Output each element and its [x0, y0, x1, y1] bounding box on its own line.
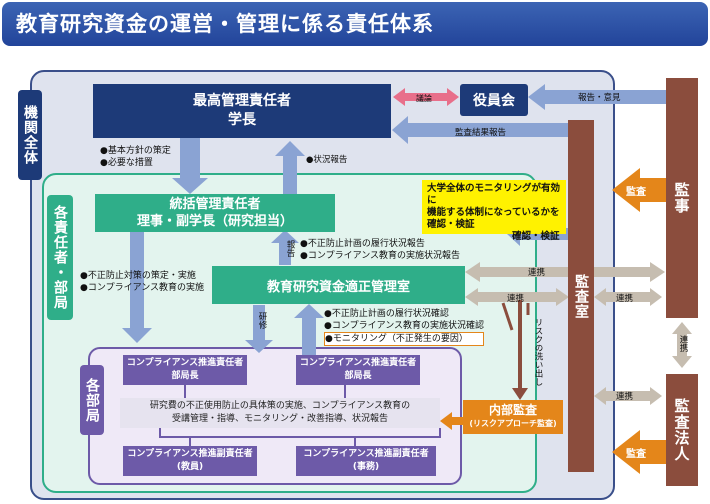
- office-box: 教育研究資金適正管理室: [212, 266, 465, 304]
- top-bullet-1: ●基本方針の策定: [100, 146, 171, 156]
- arrow-discussion: [393, 88, 459, 106]
- office-bullet-3: ●モニタリング（不正発生の要因）: [324, 332, 485, 346]
- departments-label: 各部局: [80, 365, 104, 435]
- compliance-head-1-role: 部局長: [171, 371, 199, 381]
- audit-office-box: 監査室: [568, 120, 594, 472]
- compliance-sub-2-title: コンプライアンス推進副責任者: [303, 449, 429, 459]
- general-bullet-1: ●不正防止計画の履行状況報告: [300, 239, 425, 249]
- label-status-report: ●状況報告: [306, 155, 348, 165]
- audit-firm-box: 監査法人: [666, 374, 698, 486]
- label-cooperation-5: 連携: [678, 335, 688, 352]
- responsible-label: 各責任者・部局: [47, 195, 73, 320]
- dept-center-text: 研究費の不正使用防止の具体策の実施、コンプライアンス教育の 受講管理・指導、モニ…: [120, 398, 440, 428]
- general-bullets: ●不正防止計画の履行状況報告 ●コンプライアンス教育の実施状況報告: [300, 238, 460, 262]
- arrow-internal-audit: [440, 412, 463, 430]
- internal-audit-title: 内部監査: [488, 403, 537, 417]
- compliance-head-1: コンプライアンス推進責任者 部局長: [123, 355, 247, 385]
- internal-audit-box: 内部監査 (リスクアプローチ監査): [463, 400, 563, 434]
- arrow-office-to-general: [271, 230, 299, 265]
- arrow-cooperation-1: [465, 262, 665, 282]
- compliance-sub-1-role: (教員): [176, 462, 204, 472]
- status-report-text: 状況報告: [313, 155, 348, 165]
- arrow-audit-result: [392, 116, 572, 144]
- compliance-head-2: コンプライアンス推進責任者 部局長: [296, 355, 420, 385]
- arrow-cooperation-2: [465, 288, 569, 306]
- university-wide-label: 機関全体: [18, 90, 42, 180]
- dept-center-line-2: 受講管理・指導、モニタリング・改善指導、状況報告: [171, 414, 388, 424]
- label-risk: リスクの洗い出し: [533, 318, 543, 386]
- label-report: 報告: [285, 240, 295, 257]
- general-manager-title: 統括管理責任者: [169, 197, 261, 212]
- arrow-general-to-dept: [122, 232, 152, 343]
- left-bullet-2: ●コンプライアンス教育の実施: [80, 283, 205, 293]
- compliance-sub-2: コンプライアンス推進副責任者 (事務): [296, 446, 436, 476]
- compliance-head-1-title: コンプライアンス推進責任者: [126, 358, 244, 368]
- arrow-cooperation-3: [594, 288, 662, 306]
- monitoring-line-3: 確認・検証: [427, 219, 475, 230]
- top-bullets: ●基本方針の策定 ●必要な措置: [100, 145, 171, 169]
- compliance-head-2-role: 部局長: [344, 371, 372, 381]
- arrow-top-to-general: [172, 138, 208, 194]
- monitoring-line-1: 大学全体のモニタリングが有効に: [427, 183, 561, 206]
- arrow-audit-1: [612, 168, 666, 212]
- arrow-cooperation-4: [594, 387, 662, 405]
- arrow-dept-to-office: [294, 304, 324, 355]
- compliance-sub-1: コンプライアンス推進副責任者 (教員): [123, 446, 257, 476]
- label-cooperation-1: 連携: [528, 268, 546, 278]
- auditor-box: 監事: [666, 78, 698, 318]
- office-bullet-1: ●不正防止計画の履行状況確認: [324, 309, 449, 319]
- left-bullet-1: ●不正防止対策の策定・実施: [80, 271, 196, 281]
- monitoring-line-2: 機能する体制になっているかを: [427, 207, 560, 218]
- monitoring-box: 大学全体のモニタリングが有効に 機能する体制になっているかを 確認・検証: [422, 180, 566, 234]
- top-manager-title: 最高管理責任者: [193, 93, 291, 109]
- top-manager-role: 学長: [228, 112, 256, 128]
- internal-audit-sub: (リスクアプローチ監査): [469, 419, 557, 428]
- label-discussion: 議論: [416, 94, 432, 103]
- label-audit-1: 監査: [626, 187, 646, 198]
- office-bullets: ●不正防止計画の履行状況確認 ●コンプライアンス教育の実施状況確認 ●モニタリン…: [324, 308, 485, 346]
- arrow-office-to-dept: [245, 305, 273, 353]
- general-manager-role: 理事・副学長（研究担当）: [136, 214, 293, 229]
- top-manager-box: 最高管理責任者 学長: [93, 84, 391, 138]
- arrow-audit-2: [612, 430, 666, 474]
- compliance-sub-2-role: (事務): [352, 462, 380, 472]
- general-bullet-2: ●コンプライアンス教育の実施状況報告: [300, 251, 461, 261]
- office-bullet-2: ●コンプライアンス教育の実施状況確認: [324, 321, 485, 331]
- label-audit-2: 監査: [626, 449, 646, 460]
- compliance-sub-1-title: コンプライアンス推進副責任者: [127, 449, 253, 459]
- label-report-opinion: 報告・意見: [578, 93, 621, 103]
- label-cooperation-4: 連携: [616, 392, 634, 402]
- label-cooperation-3: 連携: [616, 294, 634, 304]
- arrow-report-opinion: [528, 84, 666, 110]
- top-bullet-2: ●必要な措置: [100, 158, 153, 168]
- page-title: 教育研究資金の運営・管理に係る責任体系: [2, 2, 708, 46]
- label-audit-result: 監査結果報告: [455, 128, 507, 138]
- label-confirm-verify: 確認・検証: [512, 231, 560, 242]
- compliance-head-2-title: コンプライアンス推進責任者: [299, 358, 417, 368]
- label-cooperation-2: 連携: [507, 294, 525, 304]
- board-box: 役員会: [460, 84, 528, 116]
- dept-center-line-1: 研究費の不正使用防止の具体策の実施、コンプライアンス教育の: [149, 401, 411, 411]
- arrow-cooperation-5: [672, 322, 692, 368]
- general-manager-box: 統括管理責任者 理事・副学長（研究担当）: [95, 194, 335, 232]
- label-training: 研修: [257, 312, 267, 329]
- arrow-general-to-top: [275, 141, 305, 194]
- left-bullets: ●不正防止対策の策定・実施 ●コンプライアンス教育の実施: [80, 270, 204, 294]
